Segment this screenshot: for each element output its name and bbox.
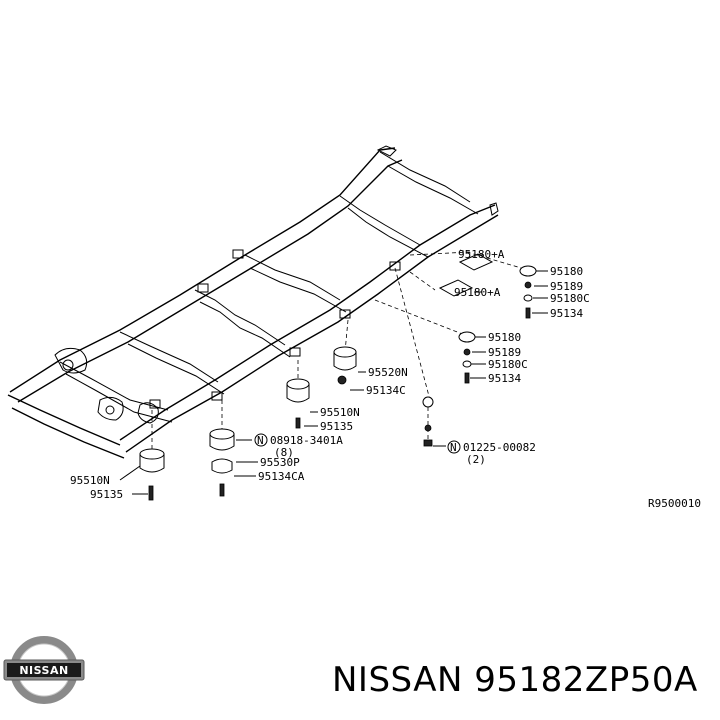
part-number-title: NISSAN 95182ZP50A [332, 660, 698, 700]
vehicle-frame [7, 145, 499, 459]
label-95135-mid: 95135 [320, 420, 353, 433]
label-95510n-left: 95510N [70, 474, 110, 487]
pad-95180a-upper [458, 253, 494, 271]
part-graphics [119, 253, 548, 501]
label-95134-r1: 95134 [550, 307, 583, 320]
label-95134c: 95134C [366, 384, 406, 397]
label-95135-left: 95135 [90, 488, 123, 501]
label-95510n-mid: 95510N [320, 406, 360, 419]
label-95180-r1: 95180 [550, 265, 583, 278]
label-08918: 08918-3401A [270, 434, 343, 447]
label-95530p: 95530P [260, 456, 300, 469]
label-circle-n-1: N [257, 434, 264, 447]
label-95180a-lower: 95180+A [454, 286, 501, 299]
label-95180c-r2: 95180C [488, 358, 528, 371]
label-95134-r2: 95134 [488, 372, 521, 385]
nissan-logo: NISSAN [3, 636, 85, 704]
label-95180a-upper: 95180+A [458, 248, 505, 261]
label-95180-r2: 95180 [488, 331, 521, 344]
pad-95180a-lower [438, 279, 474, 297]
logo-brand-text: NISSAN [19, 664, 68, 677]
part-labels: 95180+A 95180+A 95180 95189 95180C 95134… [70, 248, 701, 510]
label-95189-r2: 95189 [488, 346, 521, 359]
label-95520n: 95520N [368, 366, 408, 379]
label-95189-r1: 95189 [550, 280, 583, 293]
label-08918-qty: (8) [274, 446, 294, 459]
label-01225: 01225-00082 [463, 441, 536, 454]
ref-code: R9500010 [648, 497, 701, 510]
label-circle-n-2: N [450, 441, 457, 454]
label-01225-qty: (2) [466, 453, 486, 466]
leader-lines [151, 249, 529, 450]
circle-n-01225 [447, 440, 461, 454]
label-95180c-r1: 95180C [550, 292, 590, 305]
label-95134ca: 95134CA [258, 470, 305, 483]
circle-n-08918 [254, 433, 268, 447]
